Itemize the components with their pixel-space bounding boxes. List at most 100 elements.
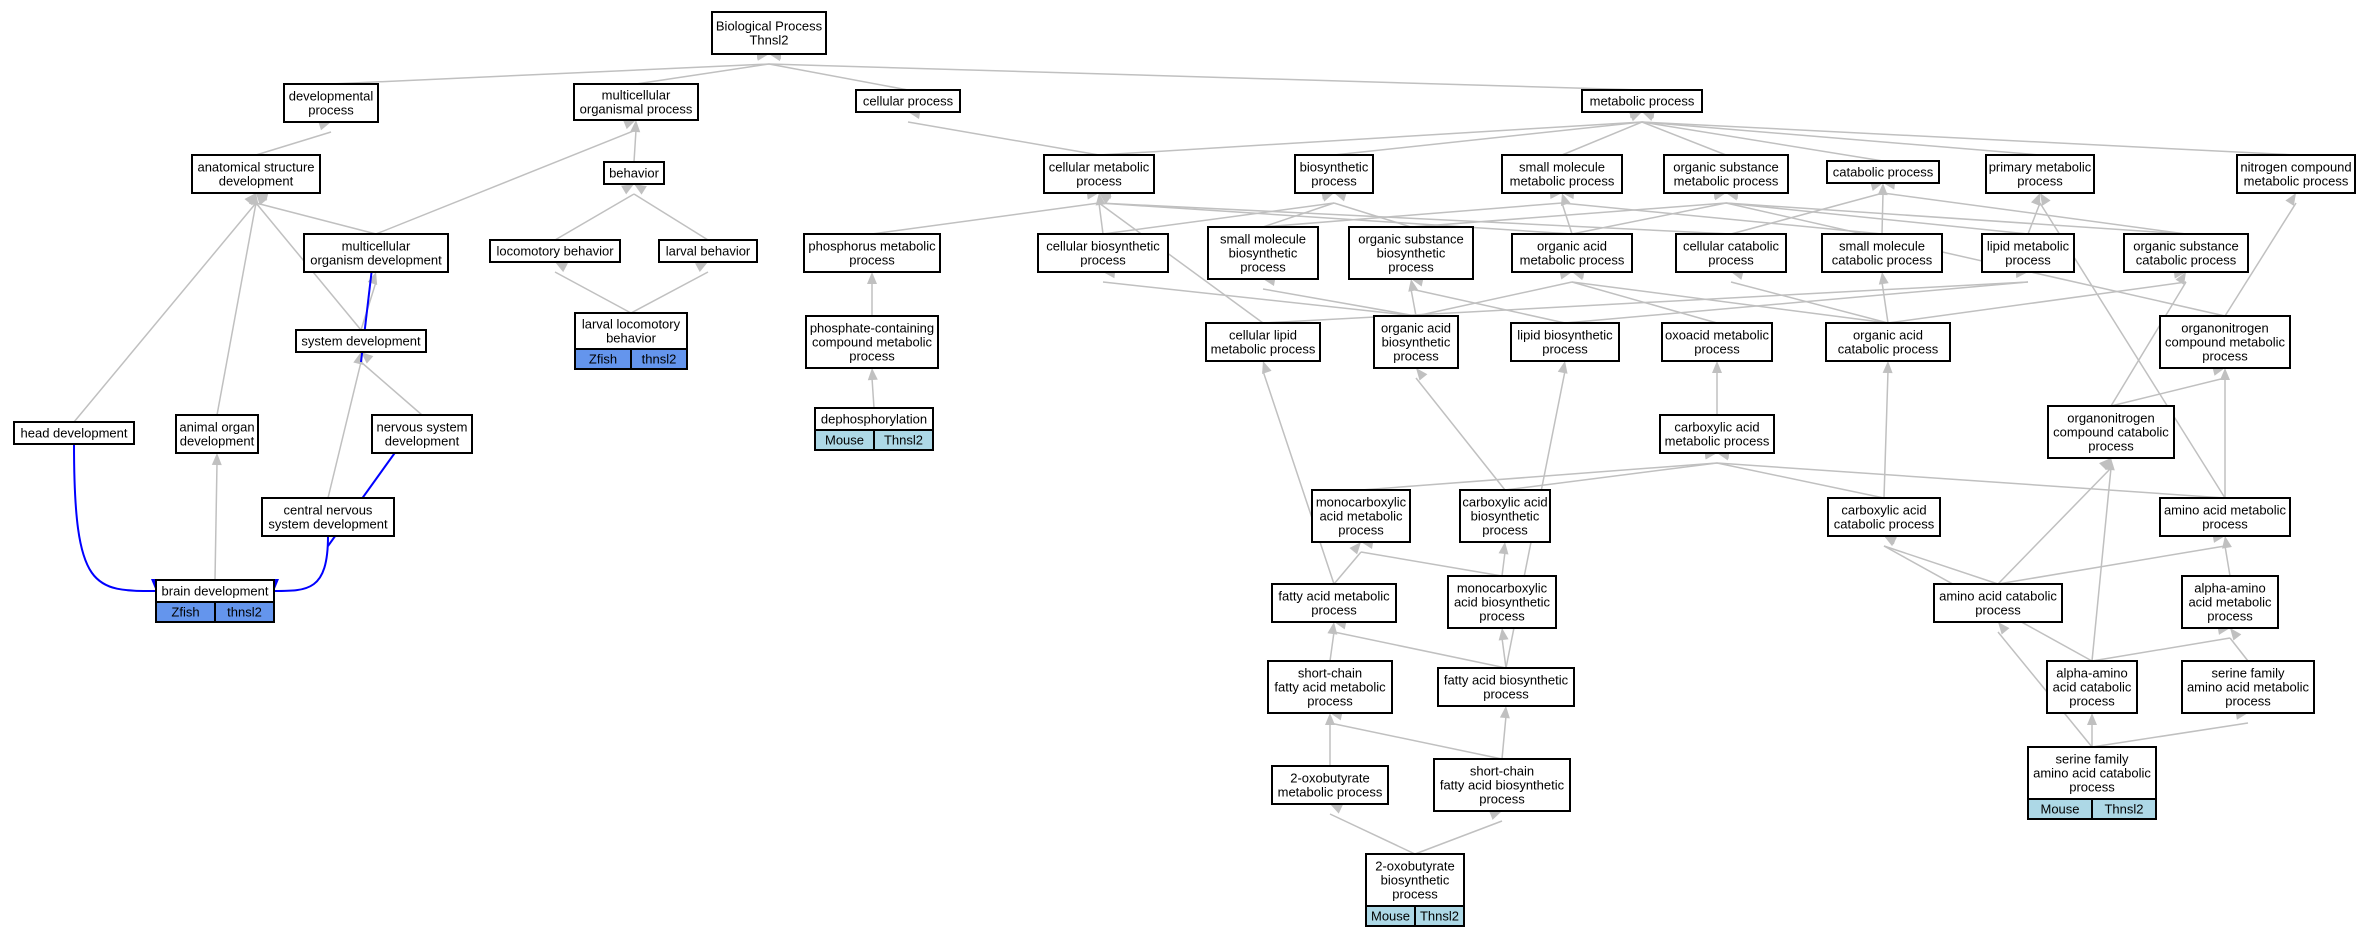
node-label: larval behavior bbox=[666, 244, 751, 259]
edge-serine-family-catabolic-to-amino-acid-catabolic bbox=[1997, 622, 2093, 748]
node-metabolic-process[interactable]: metabolic process bbox=[1581, 89, 1703, 113]
node-label: Thnsl2 bbox=[749, 33, 788, 48]
edge-short-chain-fa-metabolic-to-fatty-acid-metabolic bbox=[1327, 622, 1338, 662]
node-label: compound metabolic bbox=[812, 335, 932, 350]
node-label: development bbox=[219, 174, 294, 189]
node-cellular-process[interactable]: cellular process bbox=[855, 89, 961, 113]
edge-alpha-amino-metabolic-to-amino-acid-metabolic bbox=[2222, 536, 2232, 577]
edge-amino-acid-catabolic-to-organonitrogen-catabolic bbox=[1997, 458, 2112, 585]
node-head-dev[interactable]: head development bbox=[13, 421, 135, 445]
node-label: organic acid bbox=[1537, 239, 1607, 254]
node-label: organic acid bbox=[1853, 328, 1923, 343]
edge-larval-behavior-to-behavior bbox=[633, 184, 709, 241]
node-label: process bbox=[1240, 260, 1286, 275]
node-catabolic[interactable]: catabolic process bbox=[1826, 160, 1940, 184]
node-label: metabolic process bbox=[1278, 785, 1383, 800]
node-label: catabolic process bbox=[1832, 253, 1933, 268]
node-label: cellular lipid bbox=[1229, 328, 1297, 343]
node-label: serine family bbox=[2212, 666, 2285, 681]
node-label: amino acid metabolic bbox=[2187, 680, 2310, 695]
node-behavior[interactable]: behavior bbox=[603, 161, 665, 185]
node-label: system development bbox=[268, 517, 388, 532]
node-label: process bbox=[1311, 174, 1357, 189]
edge-cns-dev-to-brain-dev bbox=[269, 535, 329, 592]
node-label: cellular biosynthetic bbox=[1046, 239, 1160, 254]
node-label: catabolic process bbox=[1833, 165, 1934, 180]
gene-label: Thnsl2 bbox=[2104, 802, 2143, 817]
edge-cellular-process-to-root bbox=[768, 51, 909, 91]
node-label: biosynthetic bbox=[1377, 246, 1446, 261]
node-locomotory[interactable]: locomotory behavior bbox=[489, 239, 621, 263]
edge-serine-family-catabolic-to-alpha-amino-catabolic bbox=[2087, 713, 2097, 747]
edge-oxobutyrate-biosynthetic-to-short-chain-fa-biosynthetic bbox=[1414, 810, 1503, 855]
edge-lipid-metabolic-to-org-subst-metabolic bbox=[1725, 189, 2029, 235]
gene-label: thnsl2 bbox=[642, 352, 677, 367]
node-label: carboxylic acid bbox=[1462, 495, 1547, 510]
node-label: process bbox=[1076, 174, 1122, 189]
node-system-dev[interactable]: system development bbox=[295, 329, 427, 353]
node-label: fatty acid metabolic bbox=[1278, 589, 1390, 604]
gene-label: Thnsl2 bbox=[884, 433, 923, 448]
edge-organic-acid-biosynthetic-to-small-mol-biosynthetic bbox=[1262, 276, 1417, 317]
node-label: compound catabolic bbox=[2053, 425, 2169, 440]
node-label: organonitrogen bbox=[2067, 411, 2154, 426]
node-label: process bbox=[308, 103, 354, 118]
edge-lipid-metabolic-to-primary-metabolic bbox=[2027, 193, 2041, 235]
edge-small-mol-catabolic-to-catabolic bbox=[1877, 183, 1888, 235]
node-larval-behavior[interactable]: larval behavior bbox=[658, 239, 758, 263]
node-label: process bbox=[2088, 439, 2134, 454]
